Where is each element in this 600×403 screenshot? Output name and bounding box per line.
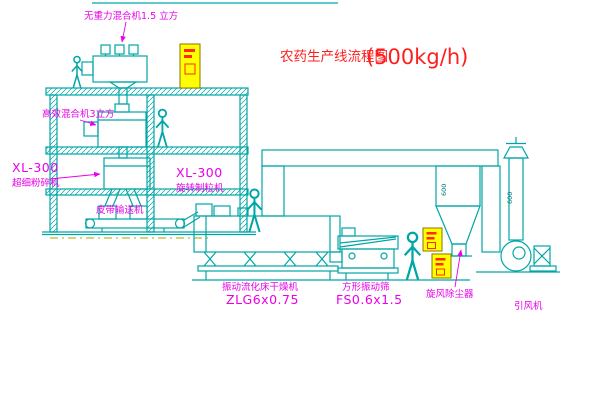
belt-conveyor-unit [84, 211, 201, 232]
fan-hub [512, 246, 526, 260]
dryer-feed-inlet [195, 203, 213, 217]
label-granulator-model: XL-300 [176, 165, 223, 180]
fan-base [529, 265, 557, 272]
operator-figure-2 [155, 108, 170, 149]
label-granulator-name: 旋转制粒机 [176, 182, 224, 194]
column-right [239, 94, 248, 233]
operator-figure-1 [71, 55, 83, 89]
cyclone-discharge [451, 243, 467, 257]
square-vibrating-screen-unit [192, 227, 470, 281]
screen-vibrator-left [348, 252, 356, 260]
panel-text-mark [184, 55, 192, 58]
granulator-body [103, 157, 151, 190]
mixer-motor [81, 61, 94, 76]
down-duct-to-fan [481, 165, 501, 253]
exhaust-duct-run [261, 149, 501, 253]
label-mill-name: 超细粉碎机 [12, 177, 60, 189]
dim-stack: 600 [506, 192, 514, 204]
drawing-title: 农药生产线流程图 [280, 49, 388, 65]
leader-gravity-mixer [120, 21, 127, 43]
stack-cap [502, 146, 530, 159]
conveyor-frame [85, 218, 185, 229]
label-mill-model: XL-300 [12, 160, 59, 175]
control-panel-screen-1 [422, 227, 443, 252]
mixer-inlet-1 [100, 44, 111, 55]
cyclone-cone [435, 205, 481, 245]
label-screen-model: FS0.6x1.5 [336, 292, 403, 307]
main-horizontal-duct [261, 149, 499, 167]
mixer-body [92, 55, 148, 83]
label-gravity-mixer: 无重力混合机1.5 立方 [84, 10, 178, 22]
gravity-mixer-unit [81, 44, 148, 105]
conveyor-roller-left [84, 218, 96, 229]
panel-text-mark [426, 237, 435, 240]
label-high-mixer: 高效混合机3立方 [42, 108, 115, 120]
rotary-granulator-unit [98, 157, 151, 220]
floor-slab-top [45, 87, 249, 96]
fan-scroll [500, 240, 532, 272]
conveyor-roller-right [174, 218, 186, 229]
panel-cabinet [431, 253, 452, 279]
label-dryer-name: 振动流化床干燥机 [222, 281, 299, 293]
control-panel-top [179, 43, 201, 89]
dryer-top-port-1 [213, 205, 231, 217]
leader-high-mixer [79, 119, 97, 126]
label-screen-name: 方形振动筛 [342, 281, 390, 293]
induced-draft-fan-unit [476, 240, 560, 273]
operator-figure-3 [246, 188, 263, 234]
screen-base [337, 267, 399, 274]
leader-cyclone [454, 249, 463, 288]
label-conveyor: 皮带输送机 [96, 204, 144, 216]
mixer2-motor [83, 121, 99, 137]
mixer-inlet-3 [128, 44, 139, 55]
panel-display [427, 242, 436, 249]
drawing-capacity: (500kg/h) [366, 45, 468, 69]
cyclone-separator-unit: 600 [435, 165, 481, 257]
label-fan: 引风机 [514, 300, 543, 312]
control-panel-screen-2 [431, 253, 452, 279]
dim-cyclone: 600 [440, 184, 448, 196]
panel-display [436, 268, 445, 276]
dryer-base-rail [197, 265, 339, 272]
exhaust-stack: 600 [502, 137, 530, 241]
leader-mill [49, 171, 101, 180]
panel-text-mark [184, 49, 195, 52]
screen-inlet [341, 227, 356, 237]
high-efficiency-mixer-unit [83, 103, 147, 159]
dryer-top-port-2 [237, 207, 249, 217]
screen-vibrator-right [380, 252, 388, 260]
label-dryer-model: ZLG6x0.75 [226, 292, 299, 307]
label-cyclone: 旋风除尘器 [426, 288, 474, 300]
panel-display [184, 63, 196, 75]
mixer-inlet-2 [114, 44, 125, 55]
fluid-bed-dryer-unit [193, 203, 341, 280]
operator-figure-4 [403, 231, 422, 282]
labels-layer: 无重力混合机1.5 立方 农药生产线流程图 (500kg/h) 高效混合机3立方… [12, 10, 543, 312]
mixer-discharge-cone [108, 81, 138, 89]
panel-text-mark [435, 263, 444, 266]
dryer-riser-duct [261, 165, 285, 217]
mixer2-inlet [114, 103, 130, 113]
dryer-discharge-box [329, 251, 343, 263]
panel-text-mark [435, 258, 446, 261]
panel-text-mark [426, 232, 437, 235]
